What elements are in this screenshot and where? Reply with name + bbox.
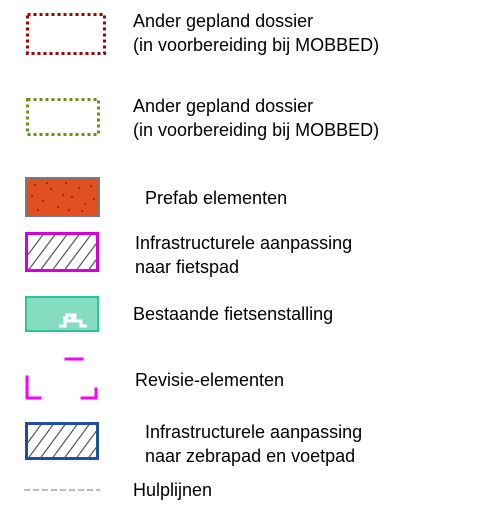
legend-label-infra-zebrapad: Infrastructurele aanpassing naar zebrapa… bbox=[145, 420, 362, 468]
blue-hatched-rect-icon bbox=[25, 422, 99, 460]
bike-rack-rect-icon bbox=[25, 296, 99, 332]
revision-corner-marks-icon bbox=[25, 357, 98, 400]
red-dotted-rect-icon bbox=[26, 13, 106, 55]
legend-label-line: Hulplijnen bbox=[133, 480, 213, 500]
legend-label-hulplijnen: Hulplijnen bbox=[133, 478, 212, 502]
legend-label-line: Prefab elementen bbox=[145, 188, 288, 208]
legend-label-line: Ander gepland dossier bbox=[133, 11, 314, 31]
legend-label-infra-fietspad: Infrastructurele aanpassing naar fietspa… bbox=[135, 231, 352, 279]
dashed-helper-line-icon bbox=[24, 489, 100, 491]
legend-label-line: Infrastructurele aanpassing bbox=[145, 422, 363, 442]
legend-label-line: Infrastructurele aanpassing bbox=[135, 233, 353, 253]
prefab-speckled-rect-icon bbox=[25, 177, 100, 217]
legend-label-other-dossier-green: Ander gepland dossier (in voorbereiding … bbox=[133, 94, 379, 142]
legend-label-line: Ander gepland dossier bbox=[133, 96, 314, 116]
legend-label-revisie: Revisie-elementen bbox=[135, 368, 284, 392]
legend-label-other-dossier-red: Ander gepland dossier (in voorbereiding … bbox=[133, 9, 379, 57]
legend-label-line: (in voorbereiding bij MOBBED) bbox=[133, 120, 380, 140]
legend-label-line: (in voorbereiding bij MOBBED) bbox=[133, 35, 380, 55]
legend-label-line: Revisie-elementen bbox=[135, 370, 285, 390]
legend-label-fietsenstalling: Bestaande fietsenstalling bbox=[133, 302, 333, 326]
legend-label-line: naar fietspad bbox=[135, 257, 240, 277]
legend-label-line: Bestaande fietsenstalling bbox=[133, 304, 334, 324]
legend-label-prefab: Prefab elementen bbox=[145, 186, 287, 210]
green-dotted-rect-icon bbox=[26, 98, 100, 136]
magenta-hatched-rect-icon bbox=[25, 232, 99, 272]
legend-label-line: naar zebrapad en voetpad bbox=[145, 446, 356, 466]
